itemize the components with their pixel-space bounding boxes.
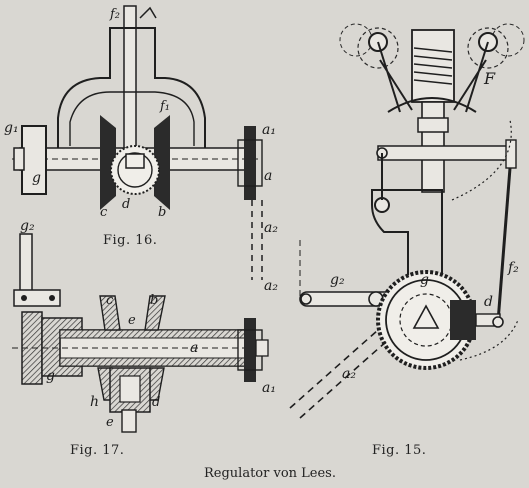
label-g2-fig17: g₂ [20, 218, 35, 234]
label-c-fig16: c [100, 205, 108, 220]
label-g1-fig16: g₁ [4, 120, 19, 136]
label-a-fig17: a [190, 340, 198, 356]
label-f2-fig15: f₂ [507, 260, 519, 276]
label-a2-fig15: a₂ [342, 366, 356, 382]
label-b-fig17: b [150, 293, 158, 308]
label-g-fig16: g [32, 170, 41, 186]
caption-fig16: Fig. 16. [103, 233, 158, 248]
fig15-labels: F g₂ g f₂ d a₂ [330, 69, 519, 382]
caption-fig17: Fig. 17. [70, 443, 125, 458]
label-a2-fig17: a₂ [264, 278, 278, 294]
label-g-fig15: g [420, 272, 429, 288]
label-a2-fig16: a₂ [264, 220, 278, 236]
label-F-fig15: F [483, 69, 496, 88]
label-a-fig16: a [264, 168, 272, 184]
plate-title: Regulator von Lees. [204, 466, 336, 481]
label-f2-fig16: f₂ [109, 7, 120, 22]
label-a1-fig16: a₁ [262, 122, 276, 138]
label-e-bot-fig17: e [106, 415, 114, 430]
fig17-labels: g₂ c b e a g h e d a₁ a₂ [20, 218, 278, 430]
label-d-fig16: d [122, 197, 130, 212]
label-b-fig16: b [158, 205, 166, 220]
label-d-fig17: d [152, 395, 160, 410]
label-a1-fig17: a₁ [262, 380, 276, 396]
fig16-labels: f₂ f₁ g₁ g c d b a₁ a a₂ [4, 7, 278, 236]
fig17-drawing [12, 233, 269, 433]
caption-fig15: Fig. 15. [372, 443, 427, 458]
label-h-fig17: h [90, 394, 99, 410]
fig15-drawing [289, 23, 525, 419]
label-g2-fig15: g₂ [330, 272, 345, 288]
label-g-fig17: g [46, 368, 55, 384]
label-e-top-fig17: e [128, 313, 136, 328]
label-d-fig15: d [484, 294, 493, 310]
fig16-drawing [12, 5, 263, 280]
label-c-fig17: c [106, 293, 114, 308]
label-f1-fig16: f₁ [159, 99, 170, 114]
